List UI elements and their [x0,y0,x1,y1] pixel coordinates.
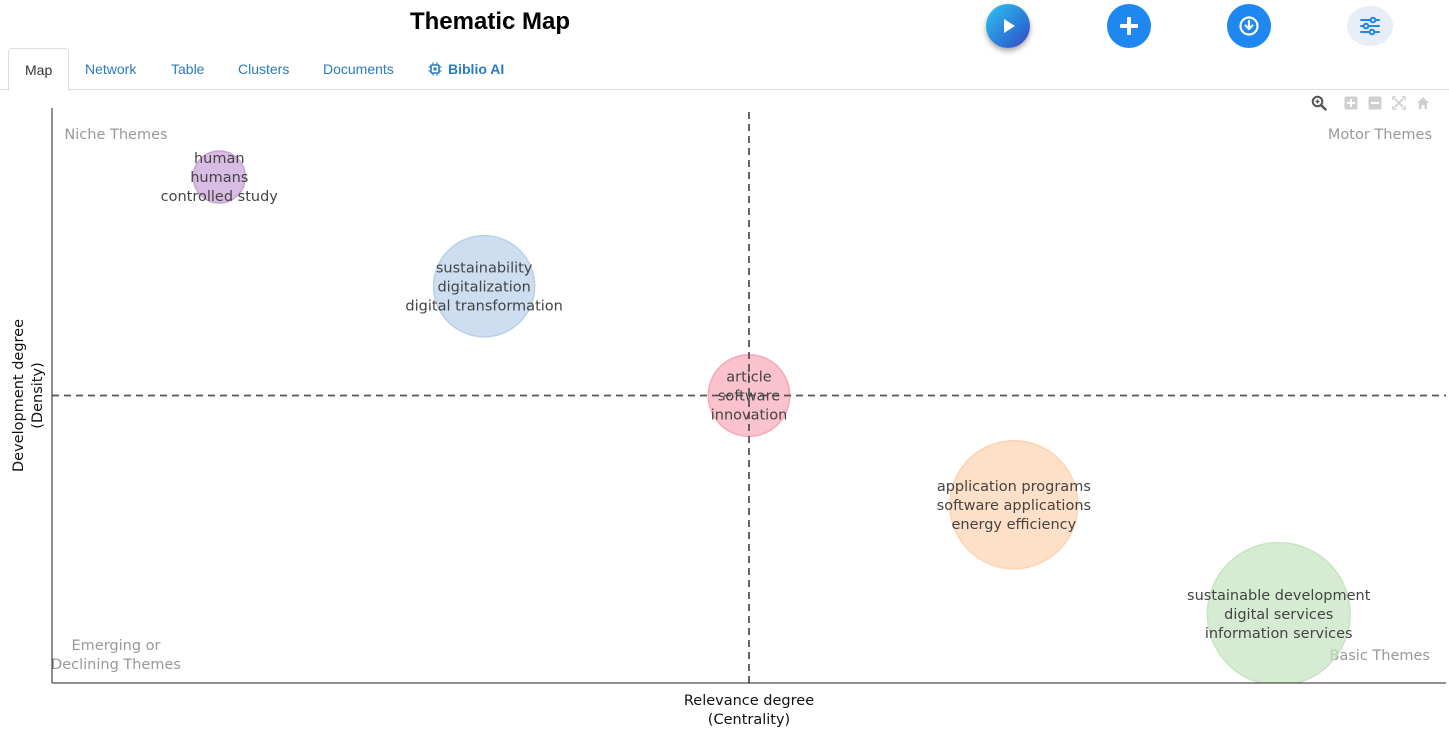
download-icon [1239,16,1259,36]
median-lines [52,112,1446,683]
run-button[interactable] [986,4,1030,48]
plus-icon [1120,17,1138,35]
tab-map-label: Map [25,62,53,78]
tab-table[interactable]: Table [155,48,220,90]
axes: Relevance degree(Centrality) Development … [11,108,1446,728]
tab-table-label: Table [171,61,205,77]
reset-home-tool[interactable] [1414,94,1432,112]
quadrant-label-basic: Basic Themes [1329,648,1430,664]
tab-clusters-label: Clusters [238,61,290,77]
tab-documents-label: Documents [323,61,394,77]
bubble-3[interactable] [949,440,1079,570]
bubble-0[interactable] [192,150,247,204]
download-button[interactable] [1227,4,1271,48]
zoom-out-tool[interactable] [1366,94,1384,112]
zoom-icon [1311,95,1327,111]
plot-toolbar [1310,94,1432,112]
tab-biblio-ai-label: Biblio AI [448,61,505,77]
y-axis-title: Development degree(Density) [11,319,46,472]
page-title: Thematic Map [409,8,571,35]
autoscale-icon [1392,96,1406,110]
x-axis-title: Relevance degree(Centrality) [684,693,814,728]
tab-clusters[interactable]: Clusters [222,48,305,90]
tab-network-label: Network [85,61,137,77]
reset-home-icon [1417,97,1429,109]
bubble-1[interactable] [432,234,536,338]
quadrant-label-niche: Niche Themes [64,127,167,143]
zoom-tool[interactable] [1310,94,1328,112]
zoom-in-icon [1344,96,1358,110]
tab-documents[interactable]: Documents [307,48,410,90]
sliders-icon [1360,16,1380,36]
zoom-in-tool[interactable] [1342,94,1360,112]
tab-map[interactable]: Map [8,48,70,91]
chip-icon [428,62,442,76]
play-icon [1004,19,1015,33]
tab-network[interactable]: Network [69,48,152,90]
zoom-out-icon [1368,96,1382,110]
tab-biblio-ai[interactable]: Biblio AI [412,48,520,90]
options-button[interactable] [1347,6,1393,46]
autoscale-tool[interactable] [1390,94,1408,112]
bubble-layer [192,150,1351,686]
add-button[interactable] [1107,4,1151,48]
tab-bar: Map Network Table Clusters Documents Bib… [0,48,1449,91]
quadrant-label-motor: Motor Themes [1328,127,1432,143]
bubble-4[interactable] [1206,541,1351,686]
